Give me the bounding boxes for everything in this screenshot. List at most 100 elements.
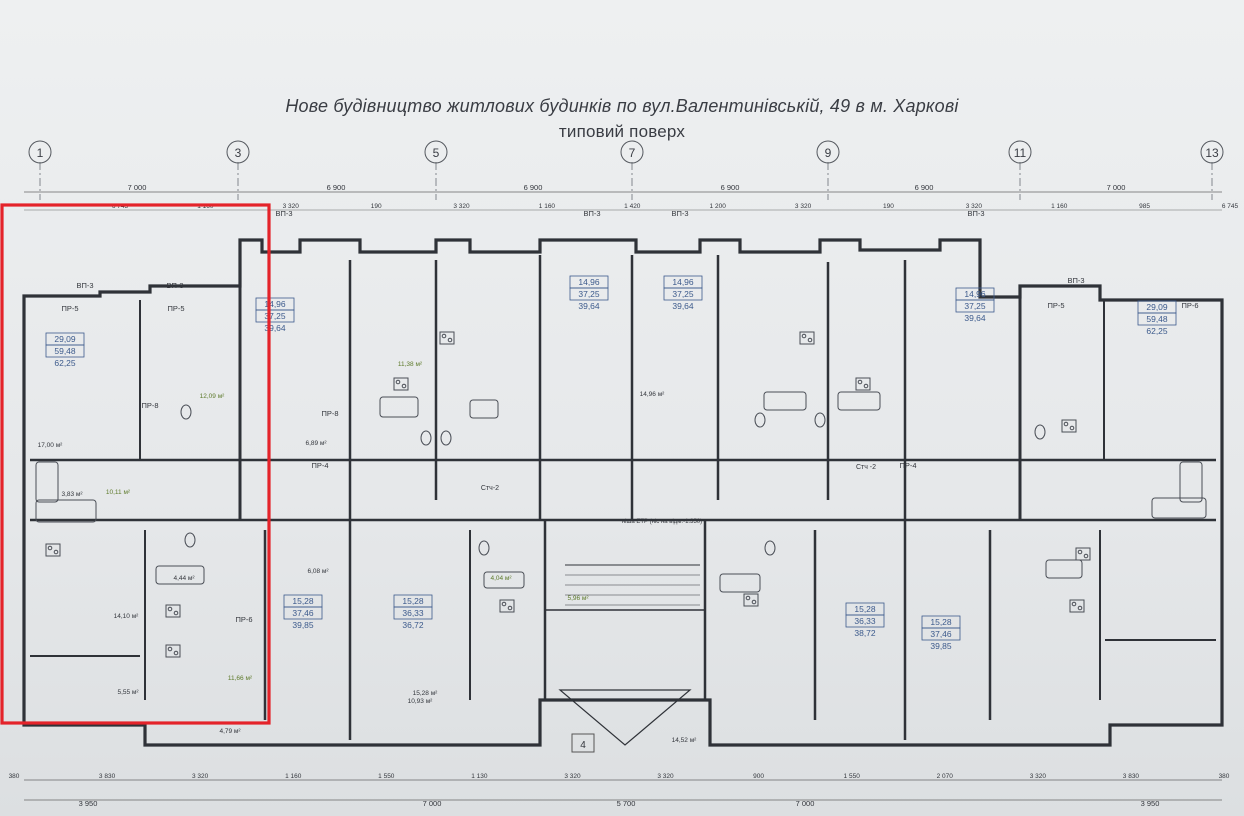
bathtub-icon — [469, 399, 499, 419]
total-area-balcony: 38,72 — [854, 628, 876, 638]
living-area: 15,28 — [292, 596, 314, 606]
room-area-label: 11,38 м² — [398, 361, 423, 368]
toilet-icon — [1034, 424, 1046, 440]
stove-burner-icon — [807, 337, 813, 343]
stove-burner-icon — [173, 650, 179, 656]
axis-label: 7 — [629, 146, 636, 160]
total-area-box — [569, 287, 609, 301]
room-area-label: 3,83 м² — [61, 491, 83, 498]
dimension-label: 3 320 — [283, 203, 300, 210]
bathtub-icon — [763, 391, 807, 411]
dimension-label: 190 — [371, 203, 382, 210]
axis-label: 9 — [825, 146, 832, 160]
room-area-label: 4,79 м² — [219, 728, 241, 735]
door-label: ПР-5 — [167, 304, 184, 313]
total-area-box — [845, 614, 885, 628]
elevator-niche-label: ніша ЕТР (ніс на відм.-1.350) — [622, 519, 702, 525]
toilet-icon — [814, 412, 826, 428]
stove-burner-icon — [863, 383, 869, 389]
dimension-label: 3 320 — [795, 203, 812, 210]
toilet-icon — [180, 404, 192, 420]
axis-marker — [424, 140, 448, 164]
toilet-icon — [478, 540, 490, 556]
total-area: 37,25 — [672, 289, 694, 299]
dimension-label: 7 000 — [796, 799, 815, 808]
room-area-label: 10,93 м² — [408, 698, 434, 705]
dimension-label: 1 160 — [1051, 203, 1068, 210]
bathtub-icon — [35, 461, 59, 503]
stove-burner-icon — [173, 610, 179, 616]
stove-burner-icon — [1063, 421, 1069, 427]
axis-label: 3 — [235, 146, 242, 160]
dimension-label: 3 320 — [657, 773, 674, 780]
stair-number-box — [571, 733, 595, 753]
window-label: ВП-3 — [76, 281, 93, 290]
room-area-label: 6,89 м² — [305, 440, 327, 447]
dimension-label: 3 320 — [192, 773, 209, 780]
dimension-label: 3 320 — [453, 203, 470, 210]
door-label: ПР-6 — [1181, 301, 1198, 310]
stove-burner-icon — [1071, 601, 1077, 607]
window-label: ВП-3 — [583, 209, 600, 218]
room-area-label: 17,00 м² — [38, 442, 64, 449]
stove-burner-icon — [801, 333, 807, 339]
dimension-label: 3 950 — [1141, 799, 1160, 808]
window-label: ВП-3 — [275, 209, 292, 218]
stove-burner-icon — [401, 383, 407, 389]
drawing-title: Нове будівництво житлових будинків по ву… — [285, 96, 959, 116]
total-area-box — [955, 299, 995, 313]
stove-burner-icon — [167, 646, 173, 652]
living-area: 14,96 — [964, 289, 986, 299]
stove-burner-icon — [1077, 549, 1083, 555]
dimension-label: 1 420 — [624, 203, 641, 210]
toilet-icon — [440, 430, 452, 446]
door-label: ПР-8 — [141, 401, 158, 410]
living-area: 14,96 — [672, 277, 694, 287]
living-area: 15,28 — [930, 617, 952, 627]
total-area: 36,33 — [854, 616, 876, 626]
room-area-label: 5,55 м² — [117, 689, 139, 696]
door-label: ПР-5 — [1047, 301, 1064, 310]
dimension-label: 5 700 — [617, 799, 636, 808]
drawing-subtitle: типовий поверх — [558, 122, 686, 141]
dimension-label: 900 — [753, 773, 764, 780]
total-area-balcony: 39,85 — [930, 641, 952, 651]
total-area-balcony: 62,25 — [1146, 326, 1168, 336]
axis-marker — [28, 140, 52, 164]
stove-burner-icon — [441, 333, 447, 339]
living-area: 14,96 — [264, 299, 286, 309]
axis-label: 13 — [1205, 146, 1219, 160]
axis-label: 5 — [433, 146, 440, 160]
stove-icon — [1075, 547, 1091, 561]
total-area-balcony: 39,64 — [264, 323, 286, 333]
axis-label: 11 — [1014, 146, 1027, 160]
axis-marker — [1008, 140, 1032, 164]
axis-label: 1 — [37, 146, 44, 160]
toilet-icon — [764, 540, 776, 556]
stove-burner-icon — [47, 545, 53, 551]
door-label: ПР-4 — [899, 461, 916, 470]
stove-icon — [165, 604, 181, 618]
apt-9-b: 15,28 36,33 38,72 — [845, 602, 885, 638]
bathtub-icon — [1045, 559, 1083, 579]
total-area: 36,33 — [402, 608, 424, 618]
bathtub-icon — [379, 396, 419, 418]
bathtub-icon — [35, 499, 97, 523]
dimension-label: 1 130 — [471, 773, 488, 780]
living-area: 15,28 — [854, 604, 876, 614]
bathtub-icon — [1151, 497, 1207, 519]
dimension-label: 3 320 — [966, 203, 983, 210]
bathtub-icon — [719, 573, 761, 593]
dimension-label: 6 900 — [327, 183, 346, 192]
dimension-label: 6 900 — [915, 183, 934, 192]
dimension-label: 190 — [883, 203, 894, 210]
door-label: ПР-5 — [61, 304, 78, 313]
dimension-label: 7 000 — [128, 183, 147, 192]
